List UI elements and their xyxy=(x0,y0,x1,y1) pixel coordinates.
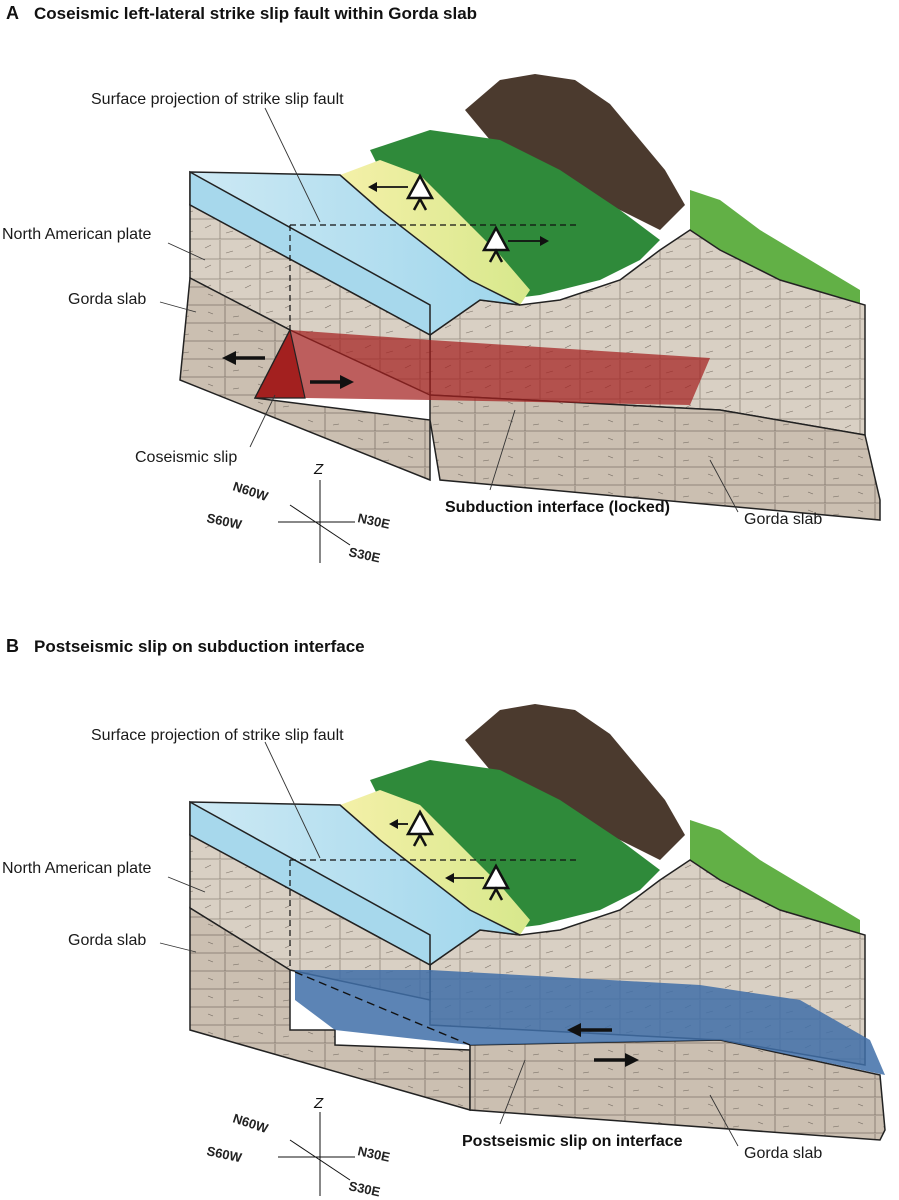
leader-lines xyxy=(159,107,739,513)
compass: Z N60W S60W N30E S30E xyxy=(205,461,391,566)
slip-arrow-right xyxy=(310,375,354,389)
label-gorda-slab-right: Gorda slab xyxy=(744,511,822,528)
compass-s60w: S60W xyxy=(205,1143,243,1165)
gps-station-icon xyxy=(481,225,549,263)
right-forest xyxy=(690,190,860,305)
right-forest xyxy=(690,820,860,935)
panel-b-letter: B xyxy=(6,636,19,656)
label-surface-projection: Surface projection of strike slip fault xyxy=(91,91,344,108)
compass-n60w: N60W xyxy=(231,479,271,505)
leader-lines xyxy=(159,741,739,1147)
compass-z: Z xyxy=(313,1095,324,1112)
gps-station-icon xyxy=(389,809,435,847)
panel-b: B Postseismic slip on subduction interfa… xyxy=(2,636,886,1200)
label-north-american-plate: North American plate xyxy=(2,860,152,877)
panel-b-title: Postseismic slip on subduction interface xyxy=(34,637,365,656)
surface-projection-line xyxy=(289,224,580,330)
panel-a-letter: A xyxy=(6,3,19,23)
shoreline xyxy=(340,160,530,305)
compass: Z N60W S60W N30E S30E xyxy=(205,1095,391,1200)
label-gorda-slab: Gorda slab xyxy=(68,932,146,949)
compass-n30e: N30E xyxy=(356,510,391,532)
compass-s30e: S30E xyxy=(347,544,382,565)
coseismic-fault-plane xyxy=(290,330,710,405)
coseismic-slip-wedge xyxy=(254,328,306,399)
slip-arrow-left xyxy=(567,1023,612,1037)
compass-n30e: N30E xyxy=(356,1143,391,1165)
label-coseismic-slip: Coseismic slip xyxy=(135,449,237,466)
label-surface-projection: Surface projection of strike slip fault xyxy=(91,727,344,744)
forest xyxy=(370,130,660,300)
gorda-slab-bottom-block xyxy=(429,394,881,521)
label-gorda-slab: Gorda slab xyxy=(68,291,146,308)
panel-a: A Coseismic left-lateral strike slip fau… xyxy=(2,3,881,566)
gorda-slab-left-block xyxy=(189,906,471,1111)
compass-n60w: N60W xyxy=(231,1111,271,1137)
slip-arrow-right xyxy=(594,1053,639,1067)
label-subduction-interface: Subduction interface (locked) xyxy=(445,499,670,516)
postseismic-interface-plane xyxy=(295,970,885,1075)
mountain xyxy=(465,74,685,230)
compass-z: Z xyxy=(313,461,324,478)
gps-station-icon xyxy=(445,863,511,901)
label-gorda-slab-right: Gorda slab xyxy=(744,1145,822,1162)
panel-a-title: Coseismic left-lateral strike slip fault… xyxy=(34,4,477,23)
compass-s60w: S60W xyxy=(205,510,243,532)
mountain xyxy=(465,704,685,860)
slip-arrow-left xyxy=(222,351,265,365)
forest xyxy=(370,760,660,930)
surface-projection-line xyxy=(289,859,580,970)
interface-dashed-edge xyxy=(294,971,471,1046)
compass-s30e: S30E xyxy=(347,1178,382,1199)
gps-station-icon xyxy=(368,173,435,211)
shoreline xyxy=(340,790,530,935)
label-postseismic-interface: Postseismic slip on interface xyxy=(462,1133,683,1150)
label-north-american-plate: North American plate xyxy=(2,226,152,243)
